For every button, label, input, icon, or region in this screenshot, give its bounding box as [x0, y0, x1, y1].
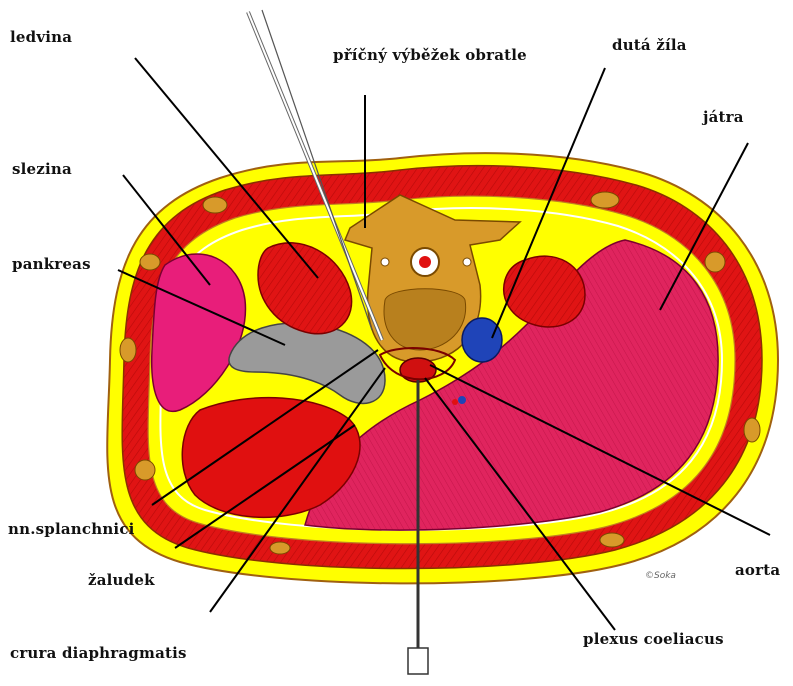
label-crura-diaphragmatis: crura diaphragmatis — [10, 646, 187, 661]
label-pankreas: pankreas — [12, 257, 91, 272]
label-aorta: aorta — [735, 563, 780, 578]
label-zaludek: žaludek — [88, 573, 155, 588]
signature: ©Soka — [645, 571, 676, 581]
label-slezina: slezina — [12, 162, 72, 177]
label-nn-splanchnici: nn.splanchnici — [8, 522, 135, 537]
vena-cava — [462, 318, 502, 362]
label-plexus-coeliacus: plexus coeliacus — [583, 632, 724, 647]
label-ledvina: ledvina — [10, 30, 72, 45]
label-duta-zila: dutá žíla — [612, 38, 687, 53]
label-jatra: játra — [703, 110, 744, 125]
label-pricny-vybezek: příčný výběžek obratle — [333, 48, 527, 63]
